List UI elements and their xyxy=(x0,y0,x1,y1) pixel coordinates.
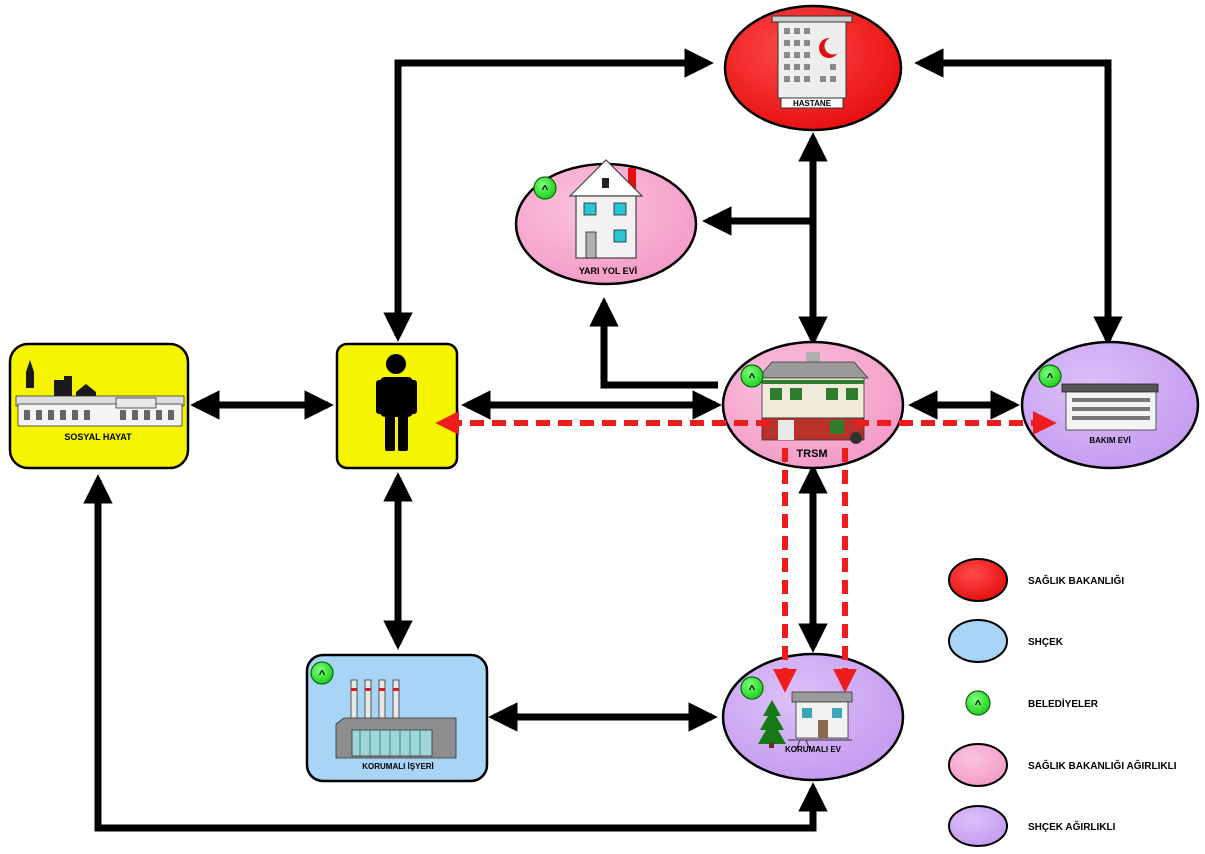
svg-text:SHÇEK AĞIRLIKLI: SHÇEK AĞIRLIKLI xyxy=(1028,820,1116,833)
arrow-person-hastane xyxy=(383,48,714,342)
svg-text:^: ^ xyxy=(749,372,756,384)
svg-text:^: ^ xyxy=(975,699,982,711)
person-icon xyxy=(376,354,417,451)
svg-text:SAĞLIK BAKANLIĞI: SAĞLIK BAKANLIĞI xyxy=(1028,574,1124,587)
node-hastane: HASTANE xyxy=(723,4,903,132)
belediye-badge: ^ xyxy=(310,661,334,685)
mental-health-center-icon xyxy=(757,352,869,444)
legend-item-saglik-bakanligi-agirlikli: SAĞLIK BAKANLIĞI AĞIRLIKLI xyxy=(948,743,1177,787)
city-skyline-icon xyxy=(15,360,185,427)
hospital-building-icon xyxy=(771,15,853,109)
sosyal-hayat-label: SOSYAL HAYAT xyxy=(64,432,132,442)
svg-text:SAĞLIK BAKANLIĞI AĞIRLIKLI: SAĞLIK BAKANLIĞI AĞIRLIKLI xyxy=(1028,759,1177,772)
legend-item-belediyeler: ^ BELEDİYELER xyxy=(965,690,1099,716)
svg-text:^: ^ xyxy=(319,669,326,681)
dashed-arrows xyxy=(435,411,1057,693)
korumali-isyeri-label: KORUMALI İŞYERİ xyxy=(362,762,434,771)
arrow-trsm-yariyolevi-lower xyxy=(589,297,718,389)
hastane-label: HASTANE xyxy=(793,99,832,108)
belediye-badge: ^ xyxy=(1038,364,1062,388)
factory-icon xyxy=(335,679,457,759)
svg-text:^: ^ xyxy=(1047,372,1054,384)
legend-item-shcek-agirlikli: SHÇEK AĞIRLIKLI xyxy=(948,805,1116,847)
protected-home-icon xyxy=(758,691,853,751)
node-sosyal-hayat: SOSYAL HAYAT xyxy=(8,342,190,470)
care-home-building-icon xyxy=(1061,383,1159,431)
svg-text:BELEDİYELER: BELEDİYELER xyxy=(1028,697,1099,710)
node-yari-yol-evi: ^ YARI YOL EVİ xyxy=(514,159,698,286)
belediye-badge: ^ xyxy=(740,676,764,700)
house-icon xyxy=(568,159,644,259)
arrow-sosyal-korumaliev xyxy=(83,474,828,832)
belediye-badge: ^ xyxy=(533,176,557,200)
yari-yol-evi-label: YARI YOL EVİ xyxy=(579,266,637,276)
belediye-badge: ^ xyxy=(740,364,764,388)
legend: SAĞLIK BAKANLIĞI SHÇEK ^ BELEDİYELER SAĞ… xyxy=(948,558,1177,847)
connector-arrows xyxy=(83,48,1123,832)
legend-item-shcek: SHÇEK xyxy=(948,619,1064,663)
svg-text:^: ^ xyxy=(749,684,756,696)
arrow-hastane-bakimevi xyxy=(914,48,1123,346)
svg-text:^: ^ xyxy=(542,184,549,196)
legend-item-saglik-bakanligi: SAĞLIK BAKANLIĞI xyxy=(948,558,1124,602)
node-bakim-evi: ^ BAKIM EVİ xyxy=(1020,340,1200,470)
node-person xyxy=(335,342,459,470)
trsm-label: TRSM xyxy=(796,448,827,460)
node-trsm: ^ TRSM xyxy=(721,340,905,470)
node-korumali-isyeri: ^ KORUMALI İŞYERİ xyxy=(305,653,489,783)
node-korumali-ev: ^ KORUMALI EV xyxy=(721,652,905,782)
svg-text:SHÇEK: SHÇEK xyxy=(1028,637,1064,648)
bakim-evi-label: BAKIM EVİ xyxy=(1089,436,1130,445)
korumali-ev-label: KORUMALI EV xyxy=(785,745,842,754)
